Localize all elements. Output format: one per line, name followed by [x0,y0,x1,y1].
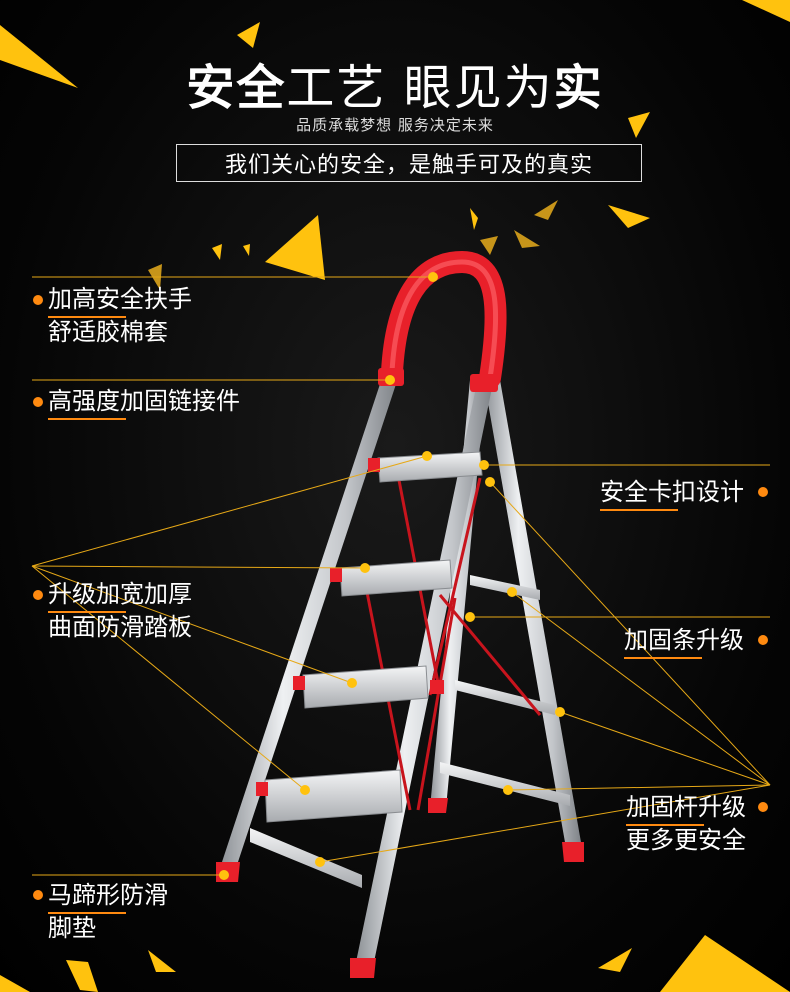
feature-line-2: 更多更安全 [626,826,746,854]
feature-line-1: 加固杆升级 [626,793,746,821]
feature-feet: 马蹄形防滑 脚垫 [48,879,168,945]
feature-line-1: 升级加宽加厚 [48,580,192,608]
rear-leg-left [430,380,486,808]
slogan-box: 我们关心的安全，是触手可及的真实 [176,144,642,182]
feature-rod: 加固杆升级 更多更安全 [626,791,746,857]
step-1 [377,451,483,483]
feature-underline [624,657,702,659]
feature-handrail: 加高安全扶手 舒适胶棉套 [48,283,192,349]
feature-line-2: 舒适胶棉套 [48,318,168,346]
rear-foot-left [428,798,448,813]
title-part-2: 工艺 眼见为 [286,60,554,116]
bullet-dot-3 [758,487,768,497]
front-leg-left [220,372,400,868]
step-4 [264,769,403,823]
subtitle: 品质承载梦想 服务决定未来 [296,116,494,134]
feature-underline [600,509,678,511]
bullet-dot-4 [33,590,43,600]
page-title: 安全工艺 眼见为实 [0,48,790,118]
connector-right [470,374,498,392]
feature-line-1: 马蹄形防滑 [48,881,168,909]
feature-line-1: 加固条升级 [624,626,744,654]
slogan-text: 我们关心的安全，是触手可及的真实 [224,153,593,178]
rear-leg-right [484,380,582,848]
feature-underline [48,912,126,914]
rear-foot-right [562,842,584,862]
feature-line-1: 安全卡扣设计 [600,478,744,506]
feature-strip: 加固条升级 [624,624,744,659]
handrail-arch [381,250,507,389]
bullet-dot-6 [758,802,768,812]
feature-connector: 高强度加固链接件 [48,385,240,420]
feature-steps: 升级加宽加厚 曲面防滑踏板 [48,578,192,644]
feature-underline [626,824,704,826]
rear-bar-1 [470,575,540,600]
feature-line-2: 脚垫 [48,914,96,942]
bullet-dot-1 [33,295,43,305]
bullet-dot-5 [758,635,768,645]
title-part-3: 实 [553,60,604,116]
bullet-dot-7 [33,890,43,900]
feature-buckle: 安全卡扣设计 [600,476,744,511]
feature-line-1: 高强度加固链接件 [48,387,240,415]
feature-line-1: 加高安全扶手 [48,285,192,313]
bottom-rail [250,828,362,888]
feature-underline [48,316,126,318]
feature-line-2: 曲面防滑踏板 [48,613,192,641]
feature-underline [48,418,126,420]
callout-anchors [219,272,565,880]
callout-lines [31,276,771,876]
feature-underline [48,611,126,613]
rear-bar-3 [440,762,570,806]
title-part-1: 安全 [186,60,287,116]
bullet-dot-2 [33,397,43,407]
front-foot-right [350,958,376,978]
rear-bar-2 [455,680,555,715]
